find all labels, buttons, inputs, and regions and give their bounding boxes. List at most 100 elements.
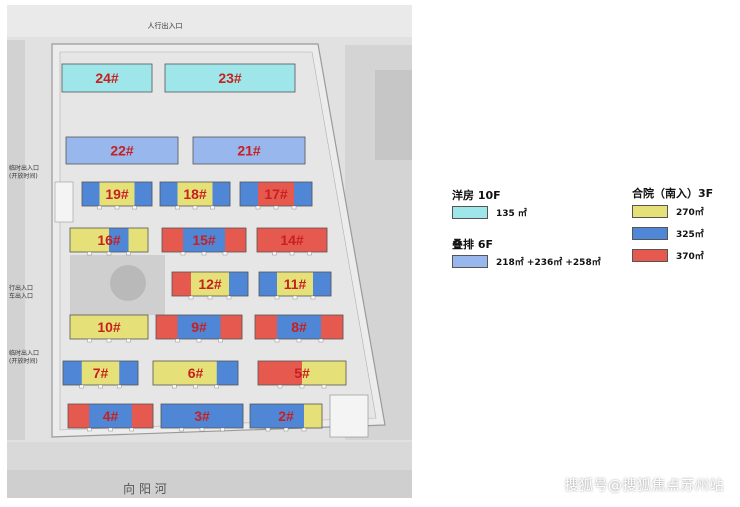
legend-diepai-title: 叠排 6F [452,238,493,251]
building-10-entrance [87,338,92,343]
legend-diepai-area: 218㎡ +236㎡ +258㎡ [496,258,601,268]
building-10: 10# [69,314,149,343]
building-18-unit [177,182,196,206]
building-8-entrance [318,338,324,343]
central-garden [110,265,146,301]
building-3-entrance [199,427,205,432]
building-2-unit [286,404,305,428]
road-label: 向 阳 河 [123,481,167,496]
building-24-outline [61,63,153,93]
building-label-16: 16# [97,232,121,248]
south-river-road [7,470,412,498]
building-5-unit [280,361,303,385]
building-5: 5# [257,360,347,389]
building-22-unit [66,137,179,164]
legend-row: 270㎡ [632,205,713,218]
legend-row: 370㎡ [632,249,713,262]
building-19-unit [82,182,100,206]
building-17-unit [276,182,295,206]
building-23-outline [164,63,296,93]
building-16-unit [109,228,129,252]
building-4-unit [131,404,154,428]
building-15-unit [204,228,226,252]
legend-swatch-yellow [632,205,668,218]
building-7-entrance [98,384,103,389]
building-23-unit [165,64,296,92]
building-6-entrance [193,384,198,389]
building-6-unit [153,361,175,385]
building-10-unit [109,315,129,339]
building-24: 24# [61,63,153,93]
building-5-unit [302,361,325,385]
building-2-entrance [301,427,307,432]
building-14: 14# [256,227,328,256]
building-19-unit [117,182,135,206]
building-14-unit [257,228,275,252]
building-7-unit [119,361,139,385]
building-12-entrance [226,295,232,300]
building-3-entrance [220,427,225,432]
building-8-entrance [274,338,280,343]
building-7-entrance [79,384,84,389]
building-17-entrance [291,205,297,210]
building-19-unit [99,182,118,206]
building-8: 8# [254,314,344,343]
legend-yangfang-title: 洋房 10F [452,189,501,202]
building-15: 15# [161,227,247,256]
building-16-entrance [126,251,131,256]
building-label-17: 17# [264,186,288,202]
building-17-unit [240,182,259,206]
building-label-5: 5# [294,365,310,381]
building-10-unit [70,315,90,339]
building-8-unit [299,315,322,339]
building-8-unit [277,315,300,339]
building-15-unit [183,228,205,252]
building-14-entrance [307,251,312,256]
building-7-unit [63,361,83,385]
building-4-entrance [129,427,134,432]
building-11-unit [259,272,278,296]
north-street [7,5,412,37]
legend-row: 218㎡ +236㎡ +258㎡ [452,255,601,268]
building-label-14: 14# [280,232,304,248]
legend-row: 135 ㎡ [452,206,527,219]
legend-swatch-blue [632,227,668,240]
legend-swatch-red [632,249,668,262]
building-19: 19# [81,181,153,210]
building-18-entrance [175,205,180,210]
building-9-entrance [218,338,223,343]
building-11-entrance [310,295,316,300]
building-12-entrance [188,295,194,300]
building-label-19: 19# [105,186,129,202]
building-16: 16# [69,227,149,256]
building-15-entrance [222,251,228,256]
building-2-unit [304,404,323,428]
building-label-22: 22# [110,143,134,159]
building-label-7: 7# [93,365,109,381]
legend-row: 325㎡ [632,227,713,240]
west-neighbor-block [7,40,25,440]
building-label-10: 10# [97,319,121,335]
building-15-entrance [180,251,186,256]
building-4-unit [110,404,133,428]
legend-swatch-periwinkle [452,255,488,268]
building-label-21: 21# [237,143,261,159]
building-5-unit [324,361,347,385]
building-2-entrance [283,427,289,432]
building-12-unit [210,272,230,296]
west-gate-structure [54,181,74,223]
building-15-unit [225,228,247,252]
building-18-unit [160,182,178,206]
legend-heyuan-area-3: 370㎡ [676,252,704,262]
building-blocks: 24#23#22#21#19#18#17#16#15#14#12#11#10#9… [61,63,347,432]
building-8-entrance [296,338,302,343]
building-11-unit [277,272,296,296]
building-6-entrance [214,384,219,389]
building-3-unit [161,404,182,428]
building-17-unit [294,182,313,206]
building-5-entrance [299,384,305,389]
building-7: 7# [62,360,139,389]
gate-label-left2: 行出入口 [9,284,33,292]
legend-yangfang-area: 135 ㎡ [496,209,527,219]
